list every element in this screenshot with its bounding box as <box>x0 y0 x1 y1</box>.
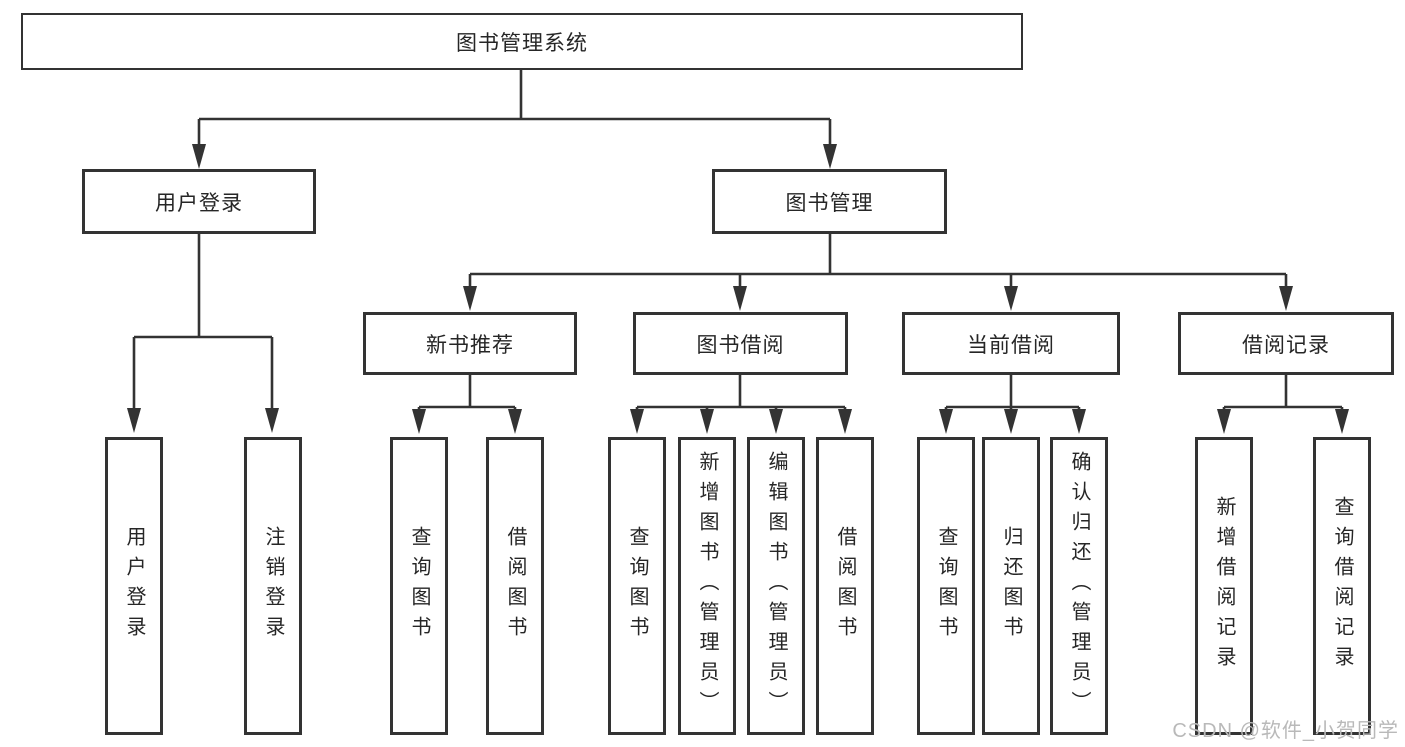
leaf-user-login: 用户登录 <box>105 437 163 735</box>
node-book-management-label: 图书管理 <box>785 191 874 215</box>
arrowheads <box>127 144 1349 434</box>
leaf-borrow-books-2: 借阅图书 <box>816 437 874 735</box>
node-current-borrowing-label: 当前借阅 <box>967 333 1055 357</box>
watermark: CSDN @软件_小贺同学 <box>1172 720 1399 742</box>
node-book-management: 图书管理 <box>712 169 947 234</box>
leaf-query-borrow-record: 查询借阅记录 <box>1313 437 1371 735</box>
node-borrow-records: 借阅记录 <box>1178 312 1394 375</box>
node-user-login: 用户登录 <box>82 169 316 234</box>
node-current-borrowing: 当前借阅 <box>902 312 1120 375</box>
leaf-query-books-3: 查询图书 <box>917 437 975 735</box>
leaf-borrow-books-1: 借阅图书 <box>486 437 544 735</box>
leaf-query-books-1: 查询图书 <box>390 437 448 735</box>
node-new-book-recommend: 新书推荐 <box>363 312 577 375</box>
node-borrow-records-label: 借阅记录 <box>1242 333 1330 357</box>
leaf-confirm-return-admin: 确认归还（管理员） <box>1050 437 1108 735</box>
node-new-book-recommend-label: 新书推荐 <box>426 333 514 357</box>
node-root: 图书管理系统 <box>21 13 1023 70</box>
node-user-login-label: 用户登录 <box>155 191 243 215</box>
leaf-edit-books-admin: 编辑图书（管理员） <box>747 437 805 735</box>
node-root-label: 图书管理系统 <box>456 31 588 55</box>
leaf-logout: 注销登录 <box>244 437 302 735</box>
leaf-add-books-admin: 新增图书（管理员） <box>678 437 736 735</box>
node-book-borrowing-label: 图书借阅 <box>696 333 785 357</box>
leaf-query-books-2: 查询图书 <box>608 437 666 735</box>
leaf-add-borrow-record: 新增借阅记录 <box>1195 437 1253 735</box>
node-book-borrowing: 图书借阅 <box>633 312 848 375</box>
leaf-return-books: 归还图书 <box>982 437 1040 735</box>
